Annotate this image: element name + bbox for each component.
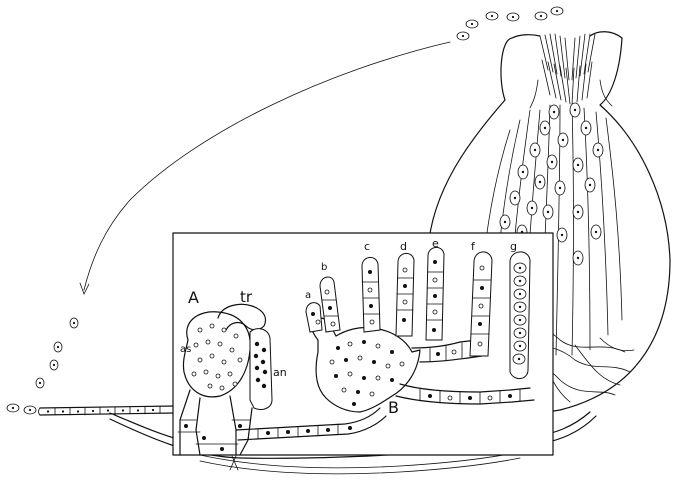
label-c: c <box>364 240 370 253</box>
label-e: e <box>432 237 439 250</box>
label-B: B <box>388 398 399 417</box>
label-d: d <box>400 240 407 253</box>
germ-filament <box>39 406 176 415</box>
label-b: b <box>321 262 327 273</box>
hair-fringe <box>530 34 612 108</box>
label-a: a <box>305 290 311 301</box>
label-tr: tr <box>240 288 253 306</box>
spores-left <box>7 318 78 414</box>
spores-top <box>457 7 563 40</box>
label-A: A <box>188 288 199 307</box>
label-as: as <box>180 344 191 355</box>
antheridium <box>250 329 272 410</box>
label-g: g <box>510 240 517 253</box>
label-an: an <box>273 366 287 379</box>
